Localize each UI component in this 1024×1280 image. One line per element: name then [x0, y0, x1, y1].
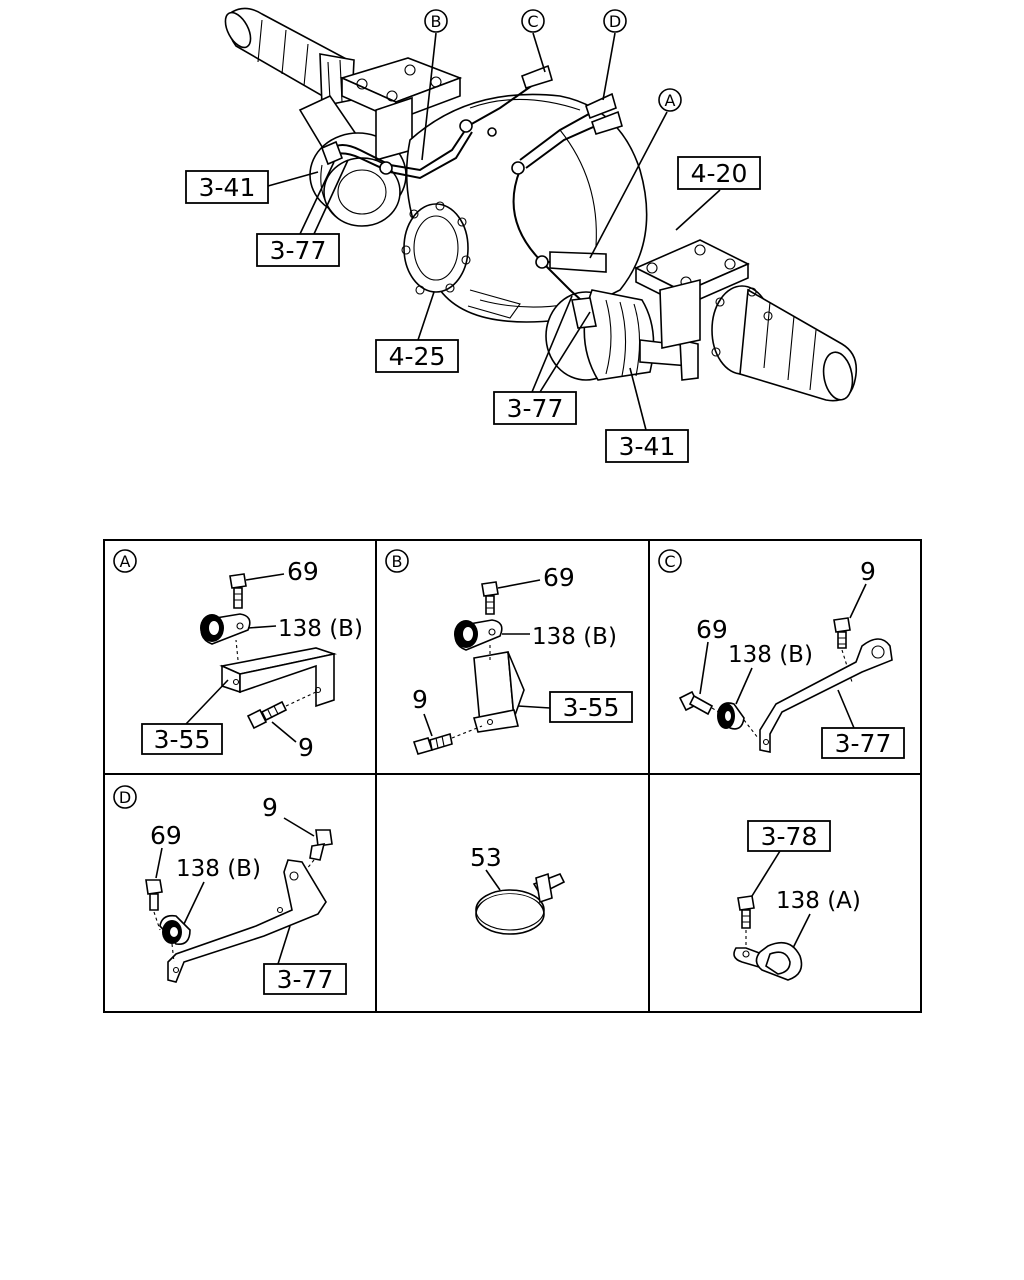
callout-circle-b: [424, 9, 448, 33]
detail-panel-e: 53: [470, 843, 566, 935]
bolt-69-icon: [229, 573, 247, 609]
left-axle-tube: [224, 7, 355, 107]
label-355: 3-55: [154, 725, 211, 754]
label-138a: 138 (A): [776, 888, 861, 914]
ref-3-77-left: 3-77: [270, 236, 327, 265]
label-138b: 138 (B): [176, 856, 261, 882]
right-spring-seat: [634, 239, 750, 349]
bolt-icon: [737, 895, 755, 946]
label-138b: 138 (B): [728, 642, 813, 668]
bracket-377-icon: [167, 859, 327, 983]
band-clamp-icon: [475, 872, 566, 935]
label-53: 53: [470, 843, 502, 872]
panel-b-letter: B: [392, 552, 403, 571]
detail-panel-f: 3-78 138 (A): [733, 820, 861, 981]
clip-138b-icon: [159, 914, 191, 963]
bolt-9-icon: [246, 691, 317, 730]
bracket-355-icon: [472, 644, 525, 733]
bolt-9-icon: [412, 725, 483, 755]
panel-a-letter: A: [120, 552, 131, 571]
label-138b: 138 (B): [278, 616, 363, 642]
right-hub: [545, 289, 699, 381]
label-378: 3-78: [761, 822, 818, 851]
callout-circle-a: [658, 88, 682, 112]
bolt-69-icon: [481, 581, 499, 615]
clip-138a-icon: [733, 941, 803, 981]
label-9: 9: [298, 733, 314, 762]
detail-panel-d: D 9 3-77 69 138 (B): [113, 785, 347, 995]
detail-panel-c: C 9 3-77 69 138 (B): [658, 549, 905, 759]
label-377: 3-77: [277, 965, 334, 994]
label-9: 9: [412, 685, 428, 714]
bracket-355-icon: [219, 639, 338, 708]
label-9: 9: [860, 557, 876, 586]
ref-3-41-bottom: 3-41: [619, 432, 676, 461]
overview-ref-labels: 3-41 3-77 4-20 4-25 3-77 3-41: [185, 156, 761, 463]
clip-138b-icon: [717, 702, 759, 739]
ref-4-20: 4-20: [691, 159, 748, 188]
detail-panel-b: B 69 138 (B) 3-55: [385, 549, 633, 755]
label-355: 3-55: [563, 693, 620, 722]
label-138b: 138 (B): [532, 624, 617, 650]
axle-assembly-drawing: [224, 7, 858, 402]
right-axle-tube: [711, 285, 858, 402]
bolt-69-icon: [145, 879, 163, 931]
detail-grid: [103, 539, 922, 1013]
label-69: 69: [287, 557, 319, 586]
panel-c-letter: C: [664, 552, 675, 571]
label-69: 69: [150, 821, 182, 850]
label-69: 69: [543, 563, 575, 592]
callout-b: B: [431, 12, 442, 31]
callout-a: A: [665, 91, 676, 110]
panel-d-letter: D: [119, 788, 131, 807]
ref-3-41-left: 3-41: [199, 173, 256, 202]
callout-circle-c: [521, 9, 545, 33]
pinion-flange: [401, 201, 521, 319]
bracket-377-icon: [759, 638, 893, 753]
callout-circle-d: [603, 9, 627, 33]
label-69: 69: [696, 615, 728, 644]
clip-138b-icon: [200, 613, 251, 645]
detail-panel-a: A 69 138 (B) 3-55: [113, 549, 363, 762]
clip-138b-icon: [454, 619, 503, 651]
callout-c: C: [527, 12, 538, 31]
ref-3-77-bottom: 3-77: [507, 394, 564, 423]
label-377: 3-77: [835, 729, 892, 758]
overview-callouts: B C D A: [421, 9, 682, 259]
label-9: 9: [262, 793, 278, 822]
callout-d: D: [609, 12, 621, 31]
ref-4-25: 4-25: [389, 342, 446, 371]
bolt-69-icon: [678, 690, 723, 716]
bolt-9-icon: [833, 617, 853, 683]
